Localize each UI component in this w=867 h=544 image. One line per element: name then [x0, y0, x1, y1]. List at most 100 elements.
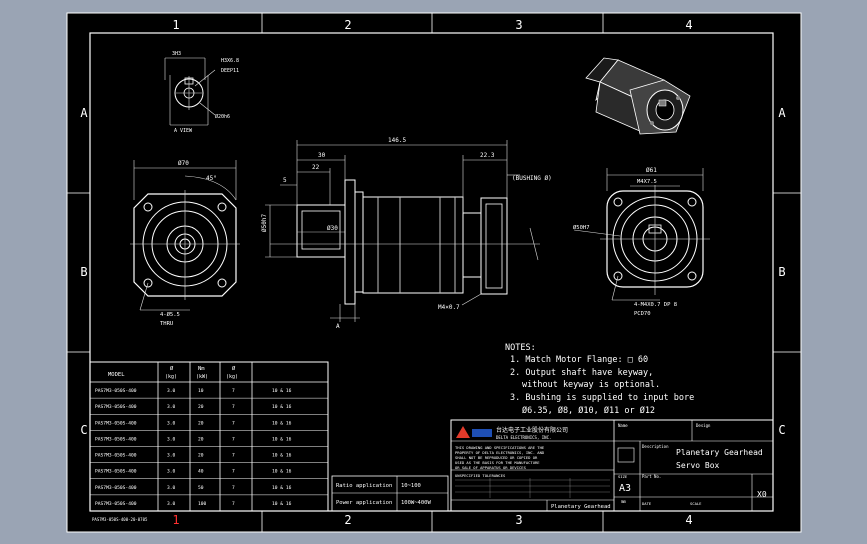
notes-line-2: 2. Output shaft have keyway, [510, 368, 653, 378]
date-label: DATE [642, 501, 652, 506]
keyway-caption: A VIEW [174, 128, 193, 134]
zone-bottom-1: 1 [172, 513, 179, 527]
table-cell: 20 [198, 404, 204, 410]
motor-holes-2: PCD70 [634, 311, 651, 317]
side-thread: M4×0.7 [438, 304, 460, 311]
rev-value: X0 [757, 490, 767, 499]
keyway-detail-view: 3H3 H3X6.8 DEEP11 Ø20h6 A VIEW [164, 51, 239, 134]
notes-block: NOTES: 1. Match Motor Flange: □ 60 2. Ou… [505, 343, 694, 416]
notes-line-3b: Ø6.35, Ø8, Ø10, Ø11 or Ø12 [522, 405, 655, 416]
table-cell: PAS7M3-050S-400 [95, 485, 137, 491]
table-cell: 3.0 [167, 420, 176, 426]
notes-title: NOTES: [505, 343, 536, 353]
zone-left-B: B [80, 265, 87, 279]
keyway-dim-dia: Ø20h6 [215, 113, 230, 120]
front-dim-width: Ø70 [178, 160, 189, 167]
size-value: A3 [619, 483, 631, 494]
front-holes-2: THRU [160, 321, 173, 327]
disclaimer-line-3: SHALL NOT BE REPRODUCED OR COPIED OR [455, 455, 538, 460]
design-label: Design [696, 423, 711, 428]
table-cell: 10 & 16 [272, 485, 292, 491]
table-cell: 7 [232, 388, 235, 394]
zone-top-1: 1 [172, 18, 179, 32]
disclaimer-line-5: OR SALE OF APPARATUS OR DEVICES [455, 465, 527, 470]
delta-wordmark [472, 429, 492, 437]
power-value: 100W~400W [401, 500, 431, 506]
power-label: Power application [336, 500, 392, 506]
side-dim-b: 5 [283, 177, 287, 184]
zone-ticks [67, 13, 801, 532]
table-header-col4-a: Ø [232, 365, 236, 372]
table-row: PAS7M3-050S-400 3.0 50 7 10 & 16 [95, 485, 292, 491]
side-bushing: (BUSHING Ø) [512, 175, 552, 182]
table-cell: PAS7M3-050S-400 [95, 469, 137, 475]
side-key-label: A [336, 323, 340, 330]
isometric-3d-view [585, 57, 691, 135]
zone-bottom-4: 4 [685, 513, 692, 527]
side-dim-out: Ø30 [327, 225, 338, 232]
table-cell: 10 & 16 [272, 404, 292, 410]
front-dim-angle: 45° [206, 175, 217, 182]
company-name: 台达电子工业股份有限公司 [496, 426, 568, 434]
keyway-dim-top: 3H3 [172, 51, 181, 57]
zone-right-B: B [778, 265, 785, 279]
table-row: PAS7M3-050S-400 3.0 10 7 10 & 16 [95, 388, 292, 394]
table-header-model: MODEL [108, 372, 125, 378]
zone-right-A: A [778, 106, 786, 120]
side-dim-pilot: Ø50h7 [261, 214, 268, 232]
table-cell: 3.0 [167, 469, 176, 475]
table-cell: PAS7M3-050S-400 [95, 436, 137, 442]
delta-logo-icon [456, 426, 470, 438]
table-cell: PAS7M3-050S-400 [95, 404, 137, 410]
table-cell: 10 & 16 [272, 388, 292, 394]
motor-holes-1: 4-M4X0.7 DP 8 [634, 302, 677, 308]
part-no-label: Part No. [642, 474, 661, 479]
table-cell: 20 [198, 453, 204, 459]
side-dim-a: 22 [312, 164, 320, 171]
disclaimer-line-4: USED AS THE BASIS FOR THE MANUFACTURE [455, 460, 540, 465]
zone-bottom-2: 2 [344, 513, 351, 527]
table-cell: 7 [232, 436, 235, 442]
table-cell: 20 [198, 420, 204, 426]
ratio-value: 10~100 [401, 483, 421, 489]
zone-top-3: 3 [515, 18, 522, 32]
side-dim-c: 22.3 [480, 152, 495, 159]
zone-top-2: 2 [344, 18, 351, 32]
zone-left-A: A [80, 106, 88, 120]
table-cell: 3.0 [167, 388, 176, 394]
material-value: Planetary Gearhead [551, 504, 611, 510]
disclaimer-line-2: PROPERTY OF DELTA ELECTRONICS, INC. AND [455, 450, 545, 455]
table-cell: 7 [232, 420, 235, 426]
motor-dim-square: M4X7.5 [637, 179, 657, 185]
disclaimer-line-1: THIS DRAWING AND SPECIFICATIONS ARE THE [455, 445, 545, 450]
table-cell: PAS7M3-050S-400 [95, 501, 137, 507]
description-label: Description [642, 444, 669, 449]
table-header-col3-b: (kW) [196, 374, 208, 380]
file-reference: PAS7M3-050S-400-20-0705 [92, 517, 148, 522]
ratio-label: Ratio application [336, 483, 392, 489]
notes-line-1: 1. Match Motor Flange: □ 60 [510, 355, 648, 365]
table-cell: 10 & 16 [272, 501, 292, 507]
tolerance-grid [455, 478, 610, 498]
table-cell: 100 [198, 501, 207, 507]
unit-value: mm [621, 499, 626, 504]
model-table: MODEL Ø (kg) Nm (kW) Ø (kg) PAS7M3-050S-… [89, 361, 329, 512]
table-cell: 7 [232, 485, 235, 491]
table-cell: 7 [232, 501, 235, 507]
table-cell: PAS7M3-050S-400 [95, 388, 137, 394]
zone-right-C: C [778, 423, 785, 437]
notes-line-2b: without keyway is optional. [522, 380, 660, 390]
side-dim-flange: 30 [318, 152, 326, 159]
zone-top-4: 4 [685, 18, 692, 32]
table-cell: 3.0 [167, 485, 176, 491]
motor-dim-dia: Ø50H7 [573, 224, 590, 231]
table-cell: 50 [198, 485, 204, 491]
table-cell: 7 [232, 404, 235, 410]
table-cell: 10 [198, 388, 204, 394]
table-header-col4-b: (kg) [226, 374, 238, 380]
